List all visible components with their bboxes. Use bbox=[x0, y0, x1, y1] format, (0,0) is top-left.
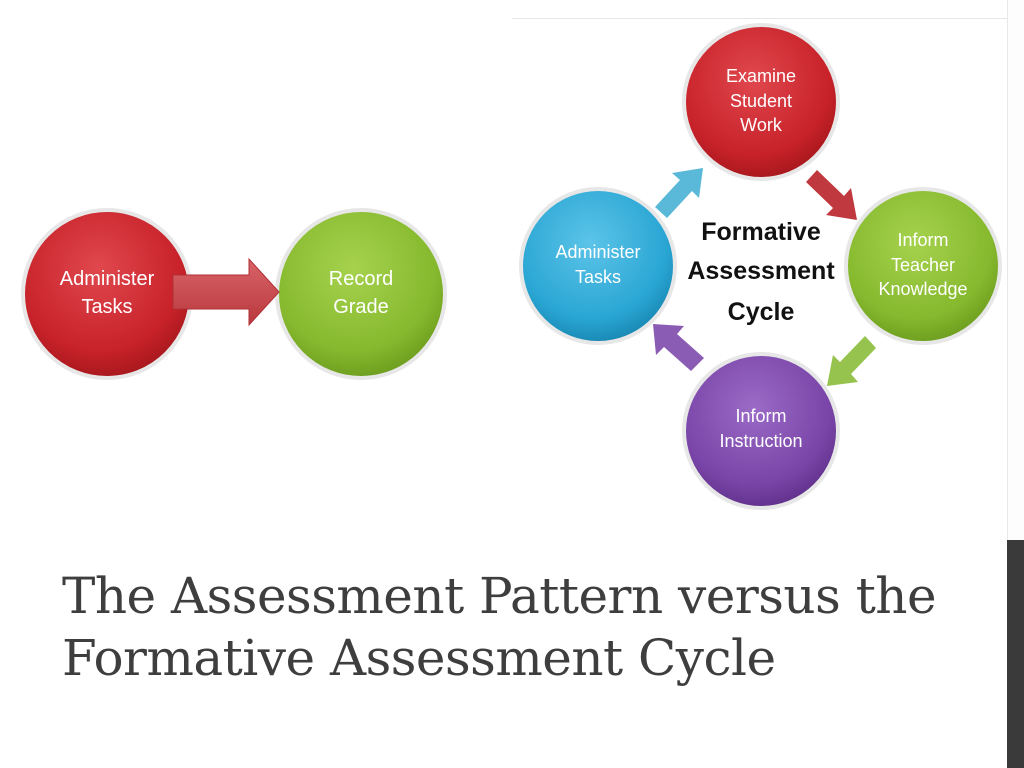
administer-cycle-label-2: Tasks bbox=[575, 267, 621, 287]
assessment-pattern-diagram: Administer Tasks Record Grade bbox=[21, 208, 447, 380]
inform-instruction-circle bbox=[682, 352, 840, 510]
arrow-top-to-right bbox=[806, 170, 857, 220]
record-grade-circle bbox=[275, 208, 447, 380]
inform-teacher-knowledge-circle bbox=[844, 187, 1002, 345]
formative-assessment-cycle-diagram: Examine Student Work Inform Teacher Know… bbox=[519, 23, 1002, 510]
inform-teacher-label-2: Teacher bbox=[891, 255, 955, 275]
administer-tasks-circle bbox=[21, 208, 193, 380]
examine-label-2: Student bbox=[730, 91, 792, 111]
cycle-center-label-3: Cycle bbox=[728, 298, 795, 326]
administer-tasks-label-1: Administer bbox=[60, 268, 155, 290]
inform-teacher-label-3: Knowledge bbox=[878, 279, 967, 299]
slide-title-line-1: The Assessment Pattern versus the bbox=[62, 567, 937, 625]
administer-tasks-cycle-circle bbox=[519, 187, 677, 345]
examine-student-work-circle bbox=[682, 23, 840, 181]
arrow-left-to-top bbox=[655, 168, 703, 218]
slide-title: The Assessment Pattern versus the Format… bbox=[62, 565, 992, 689]
administer-tasks-label-2: Tasks bbox=[81, 296, 132, 318]
right-edge-accent-bar bbox=[1007, 540, 1024, 768]
right-edge-panel bbox=[1007, 0, 1024, 540]
record-grade-label-1: Record bbox=[329, 268, 393, 290]
administer-cycle-label-1: Administer bbox=[555, 242, 640, 262]
inform-instruction-label-2: Instruction bbox=[719, 431, 802, 451]
examine-label-3: Work bbox=[740, 115, 783, 135]
inform-instruction-label-1: Inform bbox=[735, 406, 786, 426]
record-grade-label-2: Grade bbox=[333, 296, 389, 318]
cycle-image-frame bbox=[512, 18, 1007, 514]
slide-title-line-2: Formative Assessment Cycle bbox=[62, 629, 776, 687]
pattern-arrow bbox=[172, 257, 280, 327]
arrow-bottom-to-left bbox=[653, 324, 704, 371]
cycle-center-label-1: Formative bbox=[701, 218, 821, 246]
cycle-center-label-2: Assessment bbox=[687, 257, 835, 285]
arrow-right-to-bottom bbox=[827, 336, 876, 386]
inform-teacher-label-1: Inform bbox=[897, 230, 948, 250]
examine-label-1: Examine bbox=[726, 66, 796, 86]
